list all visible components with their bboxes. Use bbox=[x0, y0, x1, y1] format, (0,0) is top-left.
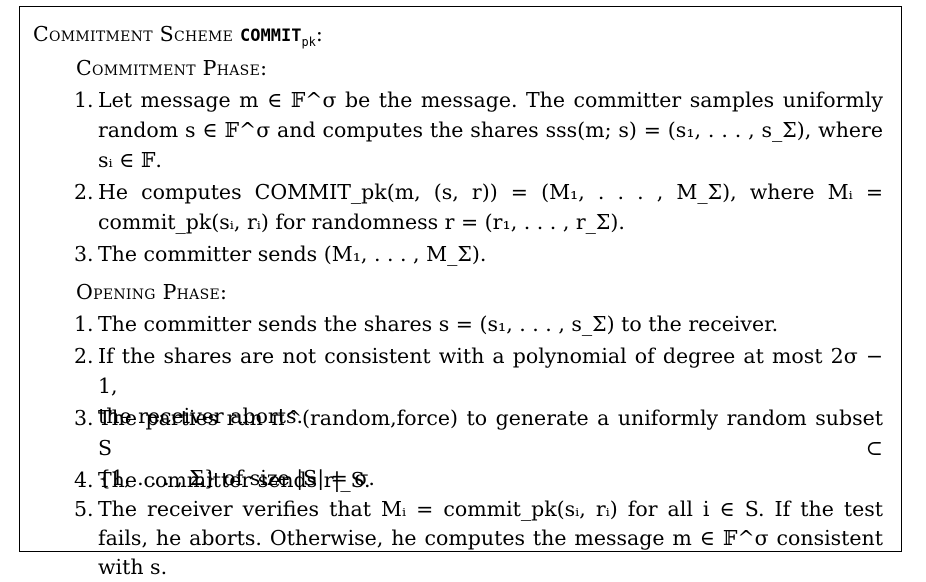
step-line: If the shares are not consistent with a … bbox=[98, 344, 883, 398]
step-line: He computes COMMIT_pk(m, (s, r)) = (M₁, … bbox=[98, 180, 883, 204]
title-sub: pk bbox=[301, 35, 316, 50]
step-line: with s. bbox=[98, 555, 168, 579]
step-number: 3. bbox=[74, 242, 94, 266]
step-line: The committer sends the shares s = (s₁, … bbox=[98, 312, 779, 336]
step-number: 1. bbox=[74, 312, 94, 336]
commit-step-1: 1. Let message m ∈ 𝔽^σ be the message. T… bbox=[74, 85, 883, 175]
open-step-1: 1. The committer sends the shares s = (s… bbox=[74, 309, 883, 339]
open-step-4: 4. The committer sends r|_S. bbox=[74, 465, 883, 495]
title-name: COMMIT bbox=[240, 26, 302, 46]
step-number: 5. bbox=[74, 497, 94, 521]
step-line: The committer sends r|_S. bbox=[98, 468, 371, 492]
step-line: {1, . . . , Σ} of size |S| = σ. bbox=[98, 466, 375, 490]
title-suffix: : bbox=[315, 22, 323, 46]
commit-step-2: 2. He computes COMMIT_pk(m, (s, r)) = (M… bbox=[74, 177, 883, 237]
step-number: 2. bbox=[74, 344, 94, 368]
step-line: Let message m ∈ 𝔽^σ be the message. The … bbox=[98, 88, 883, 112]
title-prefix: Commitment Scheme bbox=[33, 22, 241, 46]
protocol-box: Commitment Scheme COMMITpk: Commitment P… bbox=[19, 6, 902, 579]
step-line: The receiver verifies that Mᵢ = commit_p… bbox=[98, 497, 883, 521]
step-line: The committer sends (M₁, . . . , M_Σ). bbox=[98, 242, 487, 266]
open-step-2: 2. If the shares are not consistent with… bbox=[74, 341, 883, 431]
step-number: 2. bbox=[74, 180, 94, 204]
step-number: 3. bbox=[74, 406, 94, 430]
step-number: 4. bbox=[74, 468, 94, 492]
step-line: sᵢ ∈ 𝔽. bbox=[98, 148, 162, 172]
step-line: The parties run π^(random,force) to gene… bbox=[98, 406, 883, 460]
step-line: commit_pk(sᵢ, rᵢ) for randomness r = (r₁… bbox=[98, 210, 625, 234]
step-line: random s ∈ 𝔽^σ and computes the shares s… bbox=[98, 118, 883, 142]
opening-phase-heading: Opening Phase: bbox=[76, 280, 228, 304]
commit-step-3: 3. The committer sends (M₁, . . . , M_Σ)… bbox=[74, 239, 883, 269]
step-line: the receiver aborts. bbox=[98, 404, 303, 428]
open-step-3: 3. The parties run π^(random,force) to g… bbox=[74, 403, 883, 493]
step-number: 1. bbox=[74, 88, 94, 112]
commitment-phase-heading: Commitment Phase: bbox=[76, 56, 268, 80]
step-line: fails, he aborts. Otherwise, he computes… bbox=[98, 526, 883, 550]
open-step-5: 5. The receiver verifies that Mᵢ = commi… bbox=[74, 495, 883, 582]
scheme-title: Commitment Scheme COMMITpk: bbox=[33, 19, 323, 51]
